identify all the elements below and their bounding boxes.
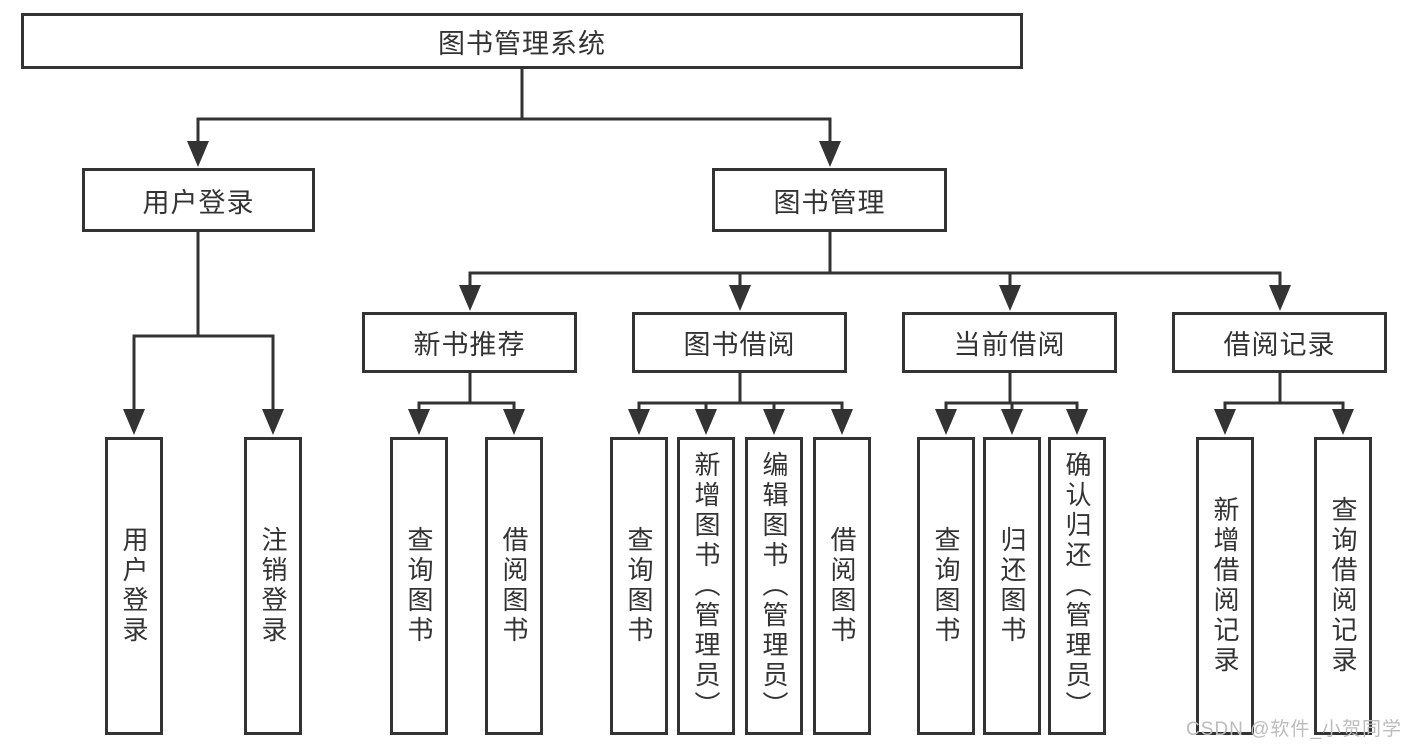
node-label: 编辑图书（管理员）	[759, 451, 789, 721]
leaf-br-add-record: 新增借阅记录	[1196, 437, 1254, 735]
node-label: 查询图书	[931, 526, 961, 646]
connectors-root-to-level2	[187, 69, 841, 167]
leaf-bb-borrow-books: 借阅图书	[813, 437, 871, 735]
leaf-cb-return-books: 归还图书	[983, 437, 1041, 735]
node-book-management: 图书管理	[712, 168, 947, 232]
node-current-borrow: 当前借阅	[902, 312, 1117, 373]
leaf-nb-query-books: 查询图书	[390, 437, 448, 735]
node-label: 查询图书	[404, 526, 434, 646]
watermark: CSDN @软件_小贺同学	[1186, 719, 1402, 740]
leaf-cb-confirm-return-admin: 确认归还（管理员）	[1048, 437, 1106, 735]
leaf-logout: 注销登录	[244, 437, 302, 735]
connectors-book-management-to-level3	[459, 232, 1291, 311]
node-label: 图书借阅	[683, 330, 796, 360]
leaf-nb-borrow-books: 借阅图书	[485, 437, 543, 735]
node-label: 图书管理	[773, 187, 886, 218]
node-label: 查询图书	[624, 526, 654, 646]
node-label: 用户登录	[142, 187, 255, 218]
leaf-cb-query-books: 查询图书	[917, 437, 975, 735]
node-label: 归还图书	[997, 526, 1027, 646]
connectors-user-login-children	[123, 232, 284, 435]
connectors-new-book-recommend-children	[408, 373, 525, 435]
node-label: 新增图书（管理员）	[691, 451, 721, 721]
connectors-borrow-records-children	[1214, 373, 1354, 435]
leaf-bb-edit-books-admin: 编辑图书（管理员）	[745, 437, 803, 735]
node-label: 借阅图书	[499, 526, 529, 646]
node-label: 当前借阅	[953, 330, 1066, 360]
leaf-br-query-record: 查询借阅记录	[1314, 437, 1372, 735]
leaf-user-login: 用户登录	[105, 437, 163, 735]
node-user-login: 用户登录	[82, 168, 315, 232]
node-label: 新书推荐	[413, 330, 526, 360]
node-library-system: 图书管理系统	[21, 13, 1023, 69]
node-label: 确认归还（管理员）	[1062, 451, 1092, 721]
node-label: 用户登录	[119, 526, 149, 646]
connectors-current-borrow-children	[935, 373, 1088, 435]
node-label: 图书管理系统	[438, 28, 606, 59]
node-label: 查询借阅记录	[1328, 496, 1358, 676]
node-new-book-recommend: 新书推荐	[362, 312, 577, 373]
node-label: 新增借阅记录	[1210, 496, 1240, 676]
connectors-book-borrow-children	[628, 373, 853, 435]
leaf-bb-query-books: 查询图书	[610, 437, 668, 735]
node-borrow-records: 借阅记录	[1172, 312, 1387, 373]
node-label: 注销登录	[258, 526, 288, 646]
leaf-bb-add-books-admin: 新增图书（管理员）	[677, 437, 735, 735]
node-label: 借阅记录	[1223, 330, 1336, 360]
node-book-borrow: 图书借阅	[632, 312, 847, 373]
node-label: 借阅图书	[827, 526, 857, 646]
